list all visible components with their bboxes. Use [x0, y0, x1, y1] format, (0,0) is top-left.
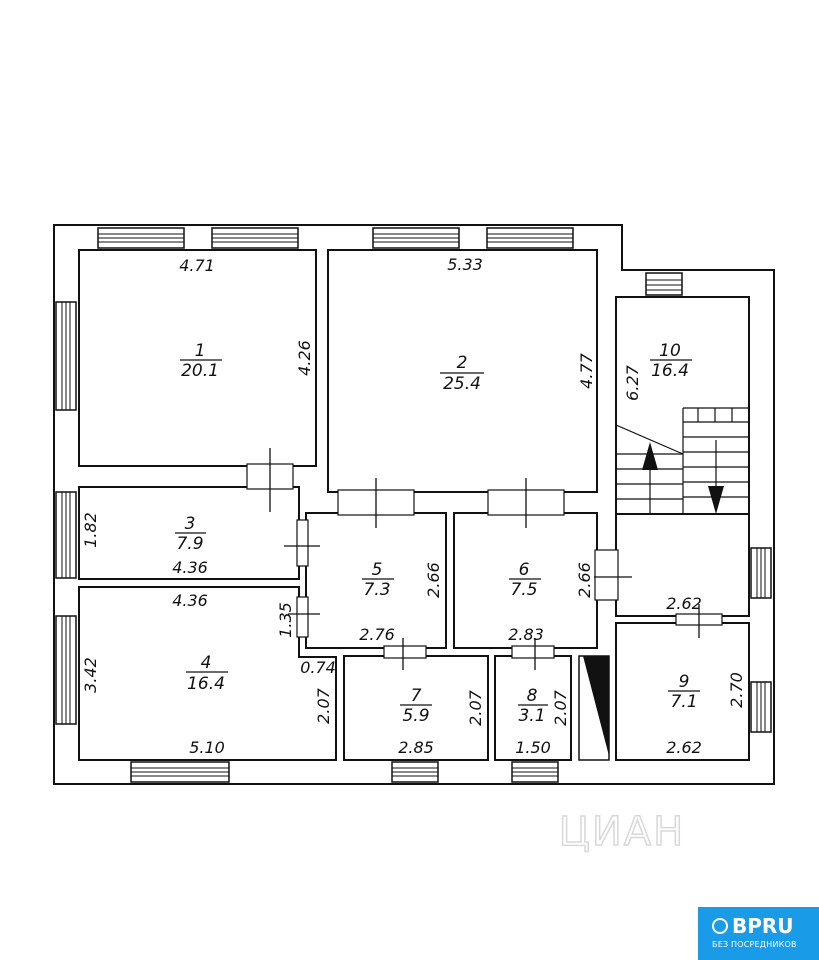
svg-text:10: 10: [659, 341, 681, 361]
bpru-badge: BPRU БЕЗ ПОСРЕДНИКОВ: [698, 907, 819, 960]
dim-r8-width: 1.50: [515, 738, 551, 757]
svg-text:5: 5: [372, 560, 383, 580]
svg-text:3: 3: [185, 514, 196, 534]
svg-text:7.9: 7.9: [176, 534, 203, 554]
dim-r9-height: 2.70: [727, 672, 746, 708]
room-label-10: 10 16.4: [650, 341, 692, 381]
dim-r3-width: 4.36: [172, 558, 208, 577]
dim-r3-height: 1.82: [81, 512, 100, 548]
svg-text:20.1: 20.1: [181, 361, 219, 381]
svg-text:7: 7: [411, 686, 422, 706]
stair-up-arrow: [642, 442, 658, 470]
room-label-8: 8 3.1: [518, 686, 548, 726]
svg-text:16.4: 16.4: [651, 361, 689, 381]
dim-r2-width: 5.33: [447, 255, 483, 274]
room-label-4: 4 16.4: [186, 653, 228, 694]
shaft-fill: [583, 656, 609, 756]
dim-r1-width: 4.71: [179, 256, 215, 275]
room-7: [343, 655, 489, 761]
svg-text:5.9: 5.9: [402, 706, 429, 726]
svg-text:25.4: 25.4: [443, 374, 481, 394]
dim-r6-width: 2.83: [508, 625, 544, 644]
svg-text:3.1: 3.1: [518, 706, 545, 726]
bpru-subtitle: БЕЗ ПОСРЕДНИКОВ: [712, 940, 797, 949]
dim-r4-step: 1.35: [276, 602, 295, 638]
svg-text:16.4: 16.4: [187, 674, 225, 694]
dim-hall-width: 2.62: [666, 594, 702, 613]
dim-r4-notch: 0.74: [300, 658, 336, 677]
room-4: [78, 586, 337, 761]
dim-r6-height: 2.66: [575, 562, 594, 598]
dim-r8-height: 2.07: [551, 689, 570, 725]
dim-r9-width: 2.62: [666, 738, 702, 757]
stair-down-arrow: [708, 486, 724, 514]
room-6: [453, 512, 598, 649]
dim-r4-top: 4.36: [172, 591, 208, 610]
room-label-5: 5 7.3: [362, 560, 394, 600]
svg-text:1: 1: [195, 341, 206, 361]
room-2: [327, 249, 598, 493]
svg-text:7.5: 7.5: [510, 580, 537, 600]
svg-text:8: 8: [527, 686, 538, 706]
room-label-1: 1 20.1: [180, 341, 222, 381]
bpru-logo-icon: [712, 918, 728, 934]
dim-r1-height: 4.26: [295, 340, 314, 376]
windows: [55, 227, 772, 783]
room-1: [78, 249, 317, 467]
svg-text:2: 2: [457, 353, 468, 373]
room-label-6: 6 7.5: [509, 560, 541, 600]
room-label-2: 2 25.4: [440, 353, 484, 394]
dim-r7-height: 2.07: [466, 689, 485, 725]
dim-r4-height: 3.42: [81, 657, 100, 693]
svg-text:4: 4: [201, 653, 212, 673]
outer-wall: [53, 224, 775, 785]
watermark: ЦИАН: [559, 809, 685, 855]
svg-text:7.3: 7.3: [363, 580, 390, 600]
dim-r7-width: 2.85: [398, 738, 434, 757]
svg-text:9: 9: [679, 672, 690, 692]
dim-r10-height: 6.27: [623, 364, 642, 400]
dim-r4-right: 2.07: [314, 687, 333, 723]
doors: [246, 448, 723, 670]
room-label-7: 7 5.9: [400, 686, 432, 726]
dim-r5-height: 2.66: [424, 562, 443, 598]
room-label-9: 9 7.1: [668, 672, 700, 712]
svg-text:7.1: 7.1: [670, 692, 697, 712]
room-8: [494, 655, 572, 761]
dim-r4-width: 5.10: [189, 738, 225, 757]
dim-r5-width: 2.76: [359, 625, 395, 644]
room-label-3: 3 7.9: [175, 514, 206, 554]
bpru-logo-text: BPRU: [732, 914, 794, 938]
dim-r2-height: 4.77: [577, 352, 596, 388]
stairs: [615, 407, 749, 514]
svg-text:6: 6: [519, 560, 530, 580]
